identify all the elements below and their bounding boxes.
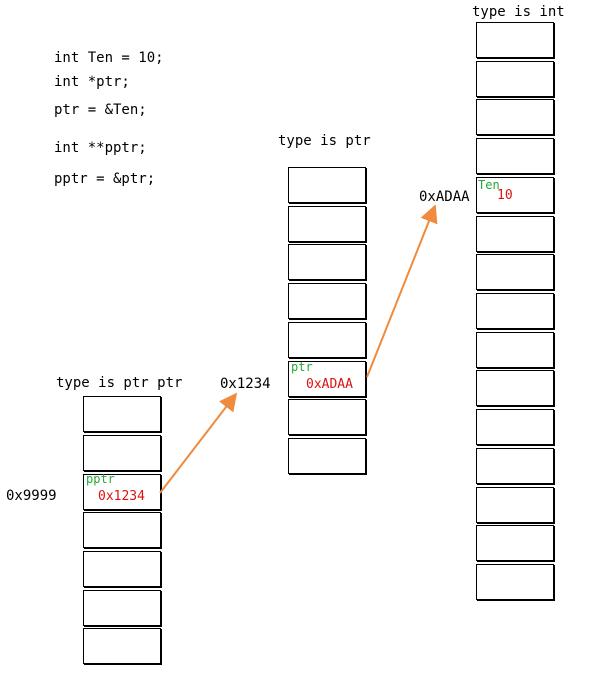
- memory-cell-pptr: [83, 474, 161, 510]
- pptr-var-name: pptr: [86, 472, 115, 486]
- memory-cell-ptr: [288, 361, 366, 397]
- memory-cell: [288, 206, 366, 242]
- memory-cell: [476, 216, 554, 252]
- memory-cell: [288, 283, 366, 319]
- memory-cell: [83, 551, 161, 587]
- code-line-5: pptr = &ptr;: [54, 171, 156, 187]
- memory-cell: [288, 322, 366, 358]
- code-line-4: int **pptr;: [54, 140, 147, 156]
- memory-cell-ten: [476, 177, 554, 213]
- arrow-pptr-to-ptr: [159, 392, 238, 494]
- memory-cell: [288, 438, 366, 474]
- int-column-title: type is int: [472, 4, 565, 20]
- memory-cell: [83, 435, 161, 471]
- ten-var-name: Ten: [478, 178, 500, 192]
- code-line-2: int *ptr;: [54, 74, 130, 90]
- arrow-ptr-to-ten: [366, 204, 438, 378]
- ptr-value: 0xADAA: [306, 377, 353, 392]
- memory-cell: [288, 399, 366, 435]
- memory-cell: [476, 138, 554, 174]
- memory-cell: [476, 22, 554, 58]
- memory-cell: [476, 487, 554, 523]
- memory-cell: [476, 370, 554, 406]
- int-cell-address: 0xADAA: [419, 189, 470, 205]
- ptr-column-title: type is ptr: [278, 133, 371, 149]
- memory-cell: [83, 396, 161, 432]
- memory-cell: [476, 254, 554, 290]
- memory-cell: [288, 167, 366, 203]
- pptr-value: 0x1234: [98, 489, 145, 504]
- memory-cell: [476, 293, 554, 329]
- memory-cell: [476, 448, 554, 484]
- memory-cell: [288, 244, 366, 280]
- memory-cell: [476, 99, 554, 135]
- ptr-var-name: ptr: [291, 360, 313, 374]
- ptr-cell-address: 0x1234: [220, 376, 271, 392]
- pptr-cell-address: 0x9999: [6, 488, 57, 504]
- memory-cell: [476, 564, 554, 600]
- memory-cell: [83, 628, 161, 664]
- ten-value: 10: [497, 188, 513, 203]
- code-line-3: ptr = &Ten;: [54, 102, 147, 118]
- pptr-column-title: type is ptr ptr: [56, 375, 183, 391]
- memory-cell: [476, 525, 554, 561]
- memory-cell: [476, 332, 554, 368]
- memory-cell: [476, 409, 554, 445]
- memory-cell: [476, 61, 554, 97]
- code-line-1: int Ten = 10;: [54, 50, 164, 66]
- memory-cell: [83, 590, 161, 626]
- memory-cell: [83, 512, 161, 548]
